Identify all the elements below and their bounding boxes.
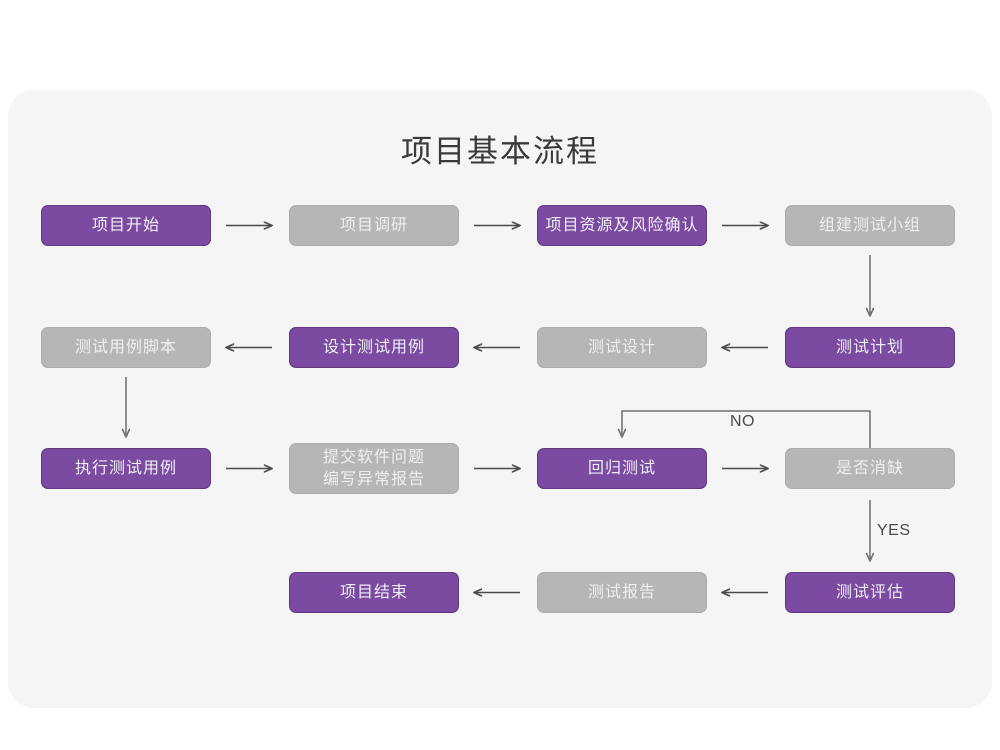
node-resource-risk-confirm[interactable]: 项目资源及风险确认	[537, 205, 707, 246]
edge-label-yes: YES	[877, 522, 911, 539]
node-test-report[interactable]: 测试报告	[537, 572, 707, 613]
node-test-evaluation[interactable]: 测试评估	[785, 572, 955, 613]
node-test-case-script[interactable]: 测试用例脚本	[41, 327, 211, 368]
node-execute-test-case[interactable]: 执行测试用例	[41, 448, 211, 489]
node-design-test-case[interactable]: 设计测试用例	[289, 327, 459, 368]
flowchart-card	[8, 90, 992, 708]
node-project-research[interactable]: 项目调研	[289, 205, 459, 246]
node-project-start[interactable]: 项目开始	[41, 205, 211, 246]
node-submit-defect-report[interactable]: 提交软件问题 编写异常报告	[289, 443, 459, 494]
node-regression-test[interactable]: 回归测试	[537, 448, 707, 489]
node-test-design[interactable]: 测试设计	[537, 327, 707, 368]
edge-label-no: NO	[730, 413, 755, 430]
node-project-end[interactable]: 项目结束	[289, 572, 459, 613]
node-defect-resolved[interactable]: 是否消缺	[785, 448, 955, 489]
page-title: 项目基本流程	[401, 134, 599, 169]
node-test-plan[interactable]: 测试计划	[785, 327, 955, 368]
node-form-test-team[interactable]: 组建测试小组	[785, 205, 955, 246]
